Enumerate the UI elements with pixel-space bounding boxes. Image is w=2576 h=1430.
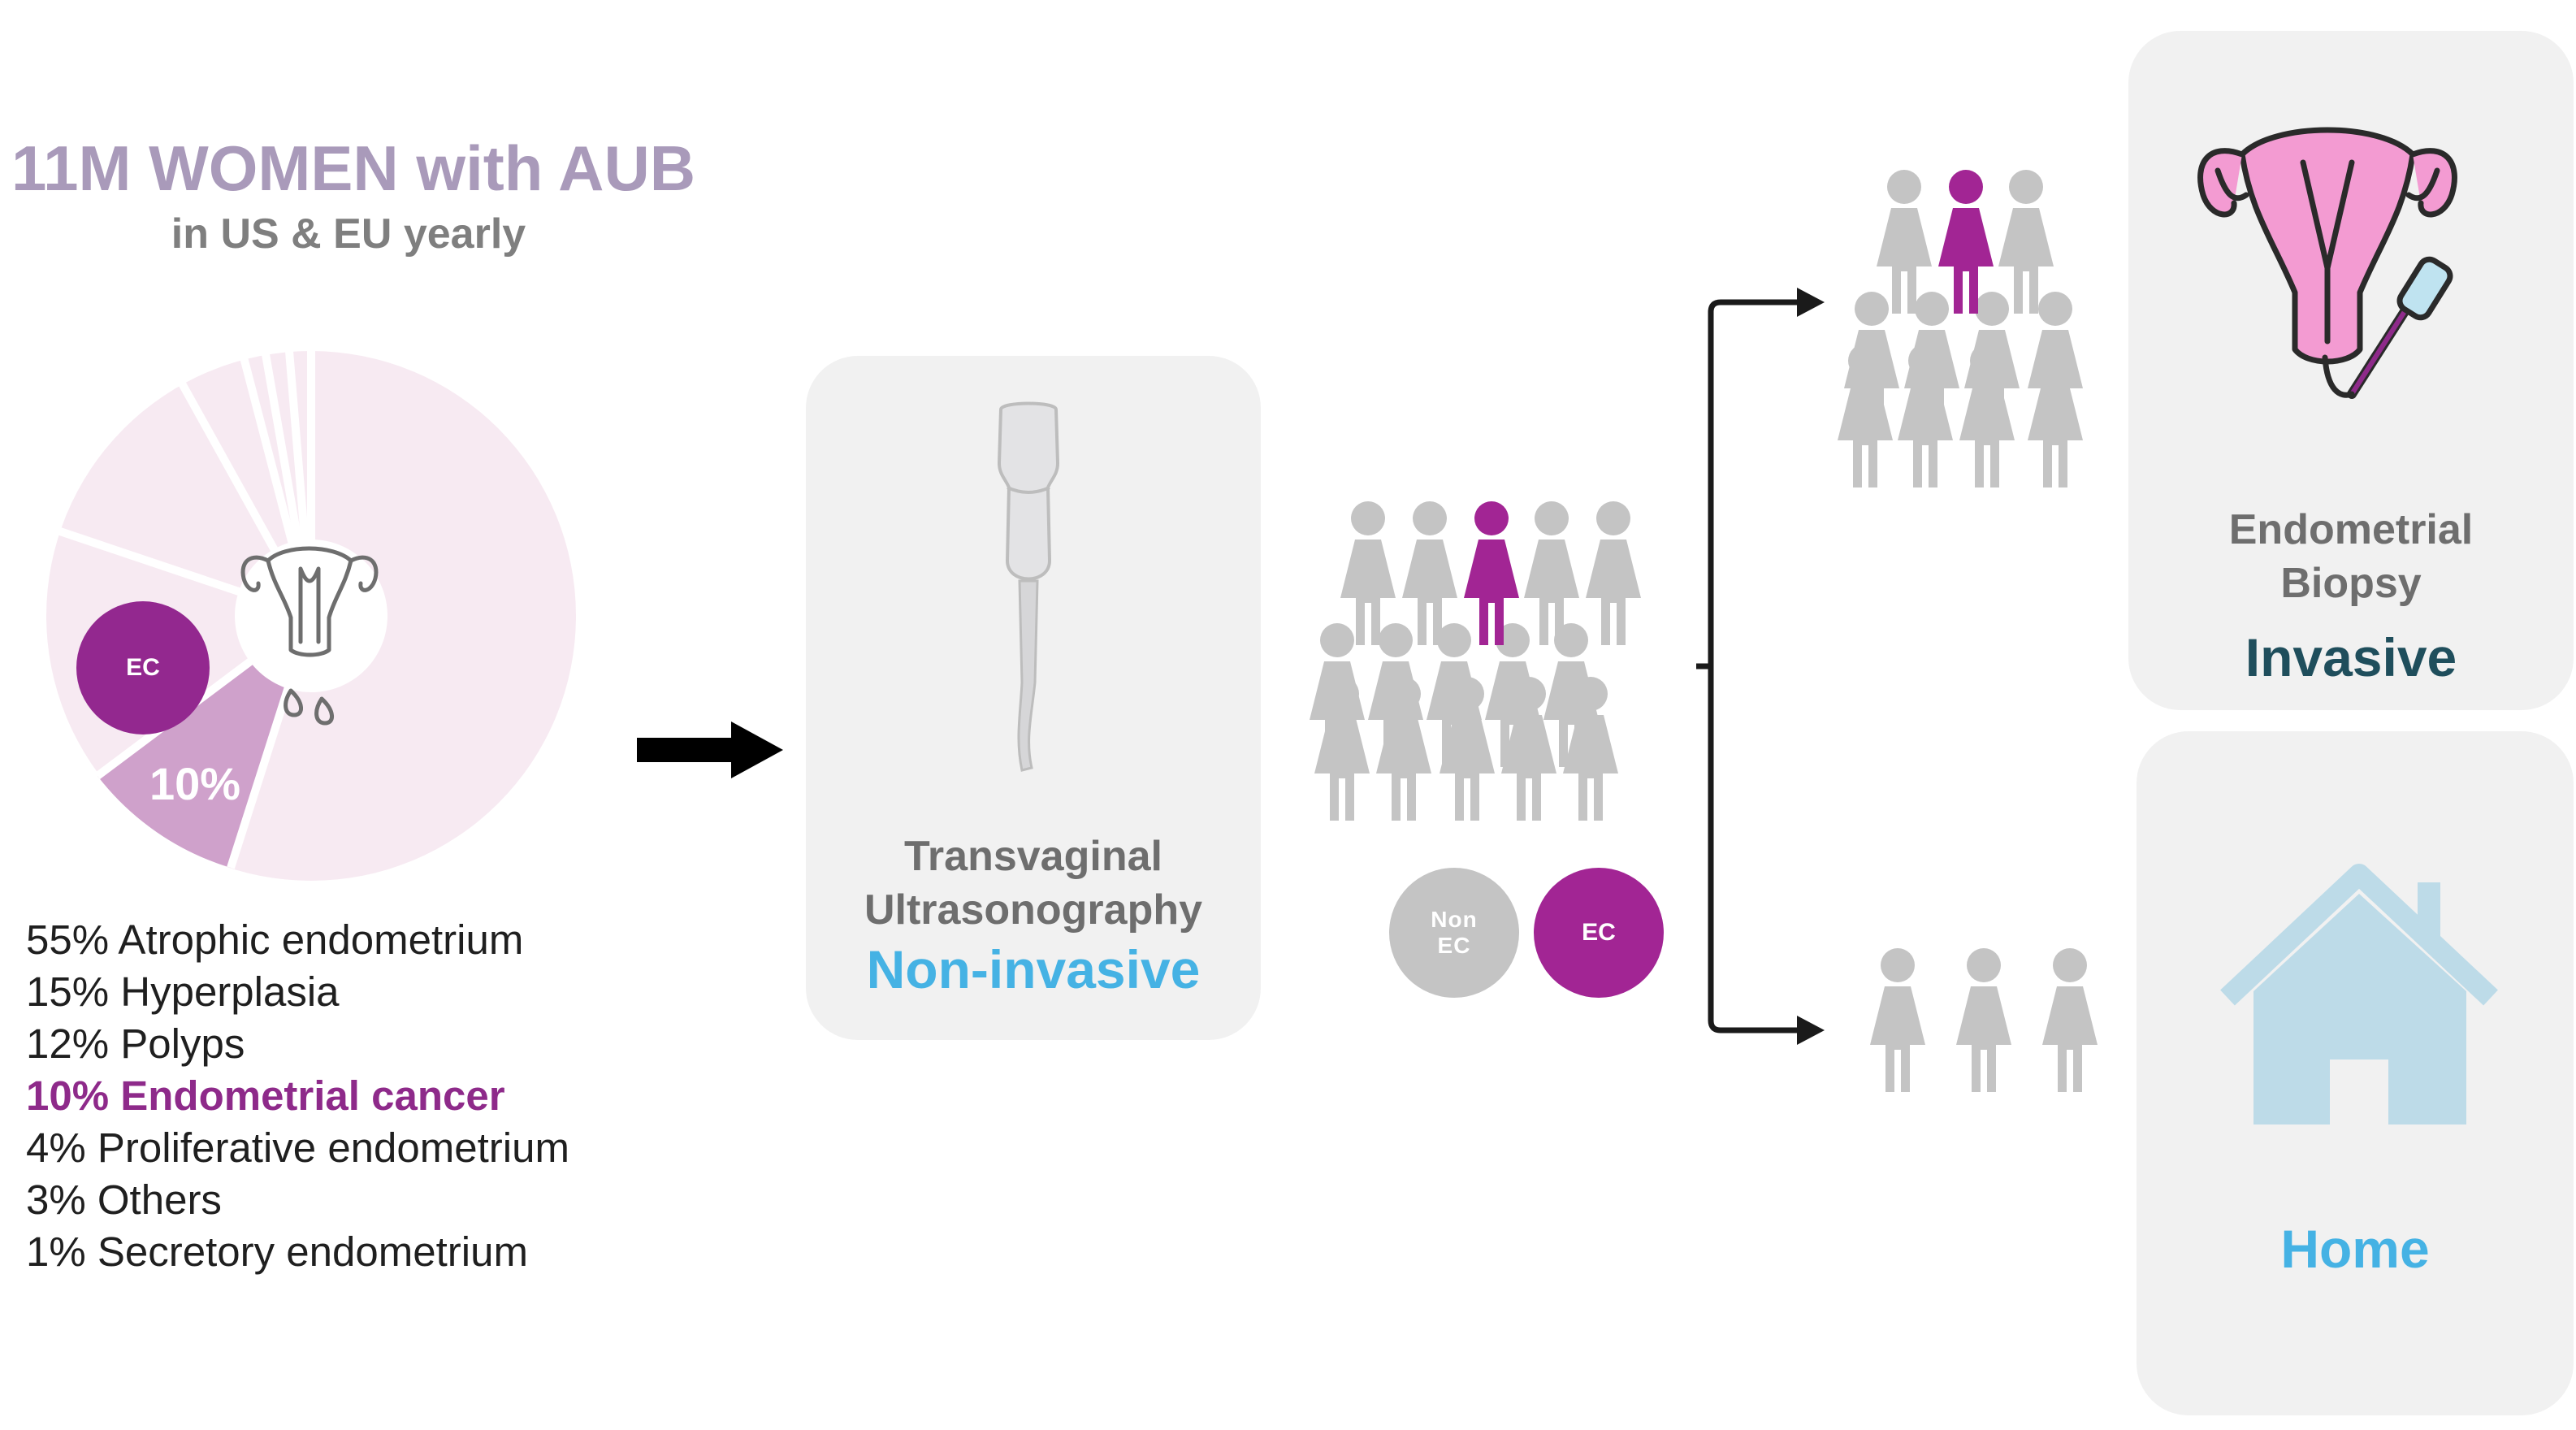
headline-subtitle: in US & EU yearly xyxy=(171,210,526,258)
legend-item-highlight: 10% Endometrial cancer xyxy=(26,1072,505,1119)
legend-item: 4% Proliferative endometrium xyxy=(26,1124,569,1171)
biopsy-label-line2: Biopsy xyxy=(2280,560,2422,607)
legend-item: 1% Secretory endometrium xyxy=(26,1228,528,1275)
home-label: Home xyxy=(2280,1219,2430,1279)
headline: 11M WOMEN with AUB xyxy=(11,132,696,204)
pie-ec-badge: EC xyxy=(76,601,210,734)
upper-crowd xyxy=(1838,170,2083,488)
biopsy-label-line1: Endometrial xyxy=(2228,506,2474,553)
middle-crowd xyxy=(1310,501,1641,821)
ec-figure-upper xyxy=(1938,170,1994,314)
diagnosis-legend: 55% Atrophic endometrium 15% Hyperplasia… xyxy=(26,914,569,1278)
tvus-label-line1: Transvaginal xyxy=(904,833,1162,880)
legend-item: 15% Hyperplasia xyxy=(26,968,340,1015)
tvus-label-line2: Ultrasonography xyxy=(864,886,1203,934)
split-arrowheads xyxy=(1797,288,1825,1045)
aub-pie-chart xyxy=(46,350,576,881)
flow-arrow-right xyxy=(637,722,783,778)
split-bracket xyxy=(1696,299,1802,1034)
ec-badge: EC xyxy=(1534,868,1664,998)
house-icon xyxy=(2220,864,2498,1124)
non-ec-line2: EC xyxy=(1437,933,1471,958)
lower-crowd xyxy=(1870,948,2098,1092)
biopsy-mode: Invasive xyxy=(2245,627,2457,687)
pie-slice-label: 10% xyxy=(149,758,241,809)
tvus-mode: Non-invasive xyxy=(866,939,1201,999)
legend-item: 3% Others xyxy=(26,1176,222,1223)
non-ec-line1: Non xyxy=(1431,906,1478,932)
home-card xyxy=(2137,731,2574,1415)
non-ec-badge: Non EC xyxy=(1389,868,1519,998)
uterus-biopsy-icon xyxy=(2197,127,2457,399)
legend-item: 12% Polyps xyxy=(26,1020,245,1067)
legend-item: 55% Atrophic endometrium xyxy=(26,916,524,963)
pie-slice-endometrial-cancer xyxy=(97,616,311,868)
uterus-outline-icon xyxy=(240,546,379,726)
ultrasound-probe-icon xyxy=(997,401,1060,772)
